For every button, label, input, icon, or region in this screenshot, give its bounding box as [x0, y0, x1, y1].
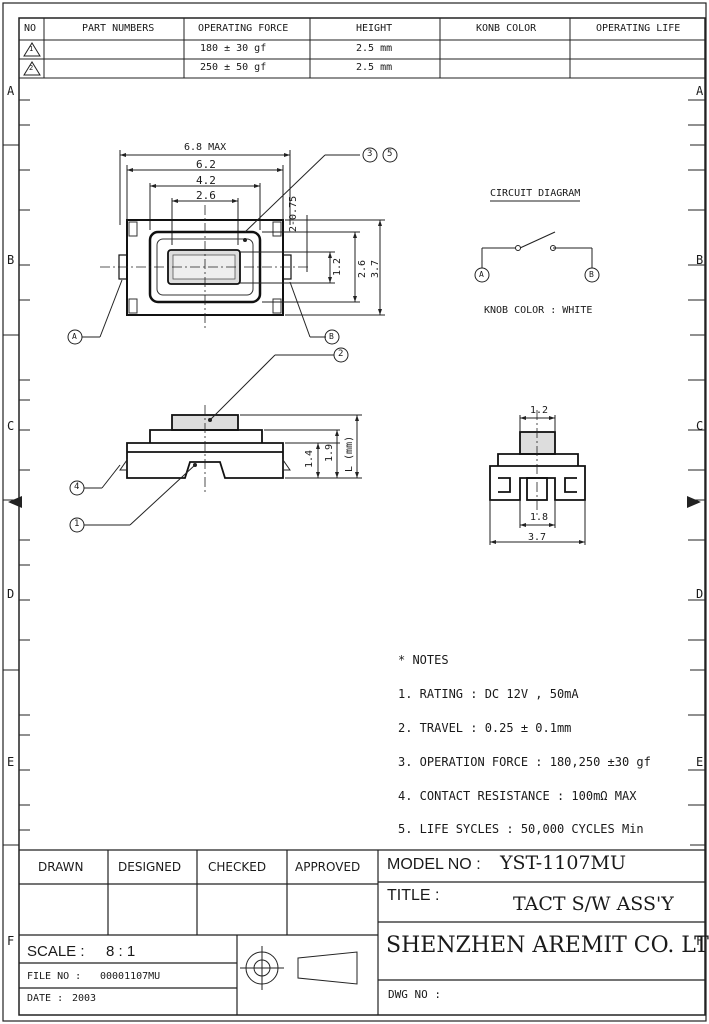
- notes-header: * NOTES: [398, 653, 449, 667]
- note-4: 4. CONTACT RESISTANCE : 100mΩ MAX: [398, 789, 637, 803]
- spec-header-knob-color: KONB COLOR: [476, 23, 537, 34]
- spec-header-operating-force: OPERATING FORCE: [198, 23, 289, 34]
- spec-row-2-force: 250 ± 50 gf: [200, 62, 267, 73]
- note-2: 2. TRAVEL : 0.25 ± 0.1mm: [398, 721, 572, 735]
- date-label: DATE :: [27, 993, 64, 1004]
- spec-row-1-no: 1: [29, 45, 34, 53]
- title-block-designed: DESIGNED: [118, 860, 182, 874]
- title-block-drawn: DRAWN: [38, 860, 84, 874]
- file-no-label: FILE NO :: [27, 971, 82, 982]
- spec-header-height: HEIGHT: [356, 23, 393, 34]
- dim-inner-width: 4.2: [196, 174, 216, 187]
- note-5: 5. LIFE SYCLES : 50,000 CYCLES Min: [398, 822, 644, 836]
- spec-header-no: NO: [24, 23, 37, 34]
- dim-button-width: 2.6: [196, 189, 216, 202]
- knob-color-label: KNOB COLOR : WHITE: [484, 305, 593, 316]
- callout-a: A: [72, 332, 77, 341]
- border-letter-a-right: A: [696, 84, 704, 98]
- spec-header-operating-life: OPERATING LIFE: [596, 23, 681, 34]
- callout-5: 5: [387, 149, 393, 159]
- border-letter-c-right: C: [696, 419, 704, 433]
- company-name: SHENZHEN AREMIT CO. LTD: [386, 933, 709, 958]
- spec-row-2-height: 2.5 mm: [356, 62, 393, 73]
- dwg-no-label: DWG NO :: [388, 988, 441, 1001]
- spec-row-1-height: 2.5 mm: [356, 43, 393, 54]
- dim-end-top: 1.2: [530, 405, 549, 416]
- scale-value: 8 : 1: [106, 943, 136, 960]
- dim-end-bottom: 3.7: [528, 532, 547, 543]
- callout-1: 1: [74, 519, 80, 529]
- spec-header-part-numbers: PART NUMBERS: [82, 23, 155, 34]
- border-letter-b-left: B: [7, 253, 15, 267]
- callout-4: 4: [74, 482, 80, 492]
- dim-end-mid: 1.8: [530, 512, 549, 523]
- circuit-node-a: A: [479, 270, 484, 279]
- border-letter-c-left: C: [7, 419, 15, 433]
- spec-row-1-force: 180 ± 30 gf: [200, 43, 267, 54]
- dim-overall-width: 6.8 MAX: [184, 142, 227, 153]
- date-value: 2003: [72, 993, 97, 1004]
- callout-2: 2: [338, 349, 344, 359]
- spec-row-2-no: 2: [29, 64, 34, 72]
- spec-table-grid: [19, 18, 705, 79]
- circuit-title: CIRCUIT DIAGRAM: [490, 188, 581, 199]
- border-letter-d-left: D: [7, 587, 15, 601]
- note-3: 3. OPERATION FORCE : 180,250 ±30 gf: [398, 755, 651, 769]
- circuit-node-b: B: [589, 270, 594, 279]
- model-number-label: MODEL NO :: [387, 856, 481, 873]
- scale-label: SCALE :: [27, 943, 85, 960]
- border-letter-f-left: F: [7, 934, 15, 948]
- border-letter-a-left: A: [7, 84, 15, 98]
- callout-b: B: [329, 332, 334, 341]
- note-1: 1. RATING : DC 12V , 50mA: [398, 687, 579, 701]
- title-label: TITLE :: [387, 887, 440, 904]
- file-no-value: 00001107MU: [100, 971, 161, 982]
- border-letter-e-left: E: [7, 755, 15, 769]
- dim-body-width: 6.2: [196, 158, 216, 171]
- border-letter-e-right: E: [696, 755, 704, 769]
- title-block-approved: APPROVED: [295, 860, 361, 874]
- border-letter-b-right: B: [696, 253, 704, 267]
- callout-3: 3: [367, 149, 373, 159]
- model-number-value: YST-1107MU: [500, 852, 627, 874]
- border-letter-f-right: F: [696, 934, 704, 948]
- title-block-checked: CHECKED: [208, 860, 267, 874]
- border-letter-d-right: D: [696, 587, 704, 601]
- title-value: TACT S/W ASS'Y: [513, 893, 674, 915]
